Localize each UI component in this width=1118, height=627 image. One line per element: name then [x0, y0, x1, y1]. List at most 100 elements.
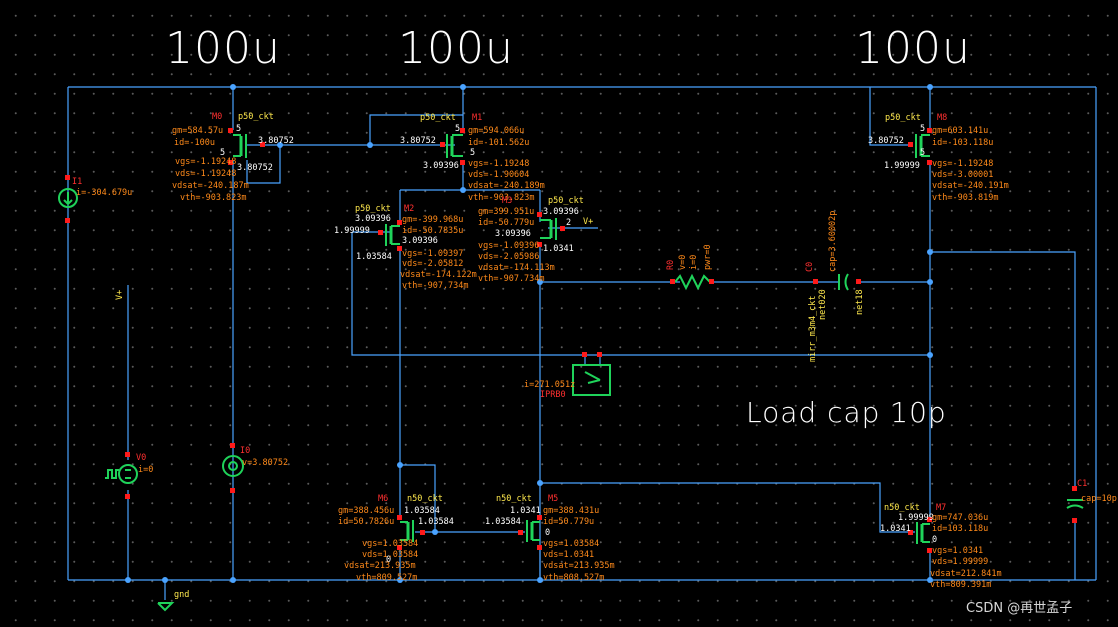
m2-name: M2 [404, 204, 414, 214]
c1-name: C1 [1077, 479, 1087, 489]
c0-value: cap=3.60002p [828, 211, 838, 272]
m2-vds: vds=-2.05812 [402, 259, 463, 269]
m5-s: 0 [545, 528, 550, 538]
m0-vds: vds=-1.19248 [175, 169, 236, 179]
transistor-m7[interactable] [908, 517, 932, 553]
r0-name: R0 [666, 260, 676, 270]
m0-vdsat: vdsat=-240.187m [172, 181, 249, 191]
m1-vdsat: vdsat=-240.189m [468, 181, 545, 191]
m2-vdsat: vdsat=-174.122m [400, 270, 477, 280]
m1-name: M1 [472, 113, 482, 123]
i0-name: I0 [240, 446, 250, 456]
pulse-source-v0[interactable] [105, 452, 138, 499]
transistor-m2[interactable] [378, 220, 402, 251]
m1-vds: vds=-1.90604 [468, 170, 529, 180]
m5-vds: vds=1.0341 [543, 550, 594, 560]
m3-vth: vth=-907.734m [478, 274, 545, 284]
m1-gm: gm=594.066u [468, 126, 524, 136]
m2-s: 3.09396 [402, 236, 438, 246]
m3-vdsat: vdsat=-174.113m [478, 263, 555, 273]
m3-g: 3.09396 [495, 229, 531, 239]
m6-g: 1.03584 [418, 517, 454, 527]
c0-name: C0 [805, 262, 815, 272]
m6-vth: vth=809.527m [356, 573, 417, 583]
capacitor-c0[interactable] [813, 273, 861, 291]
m8-vdsat: vdsat=-240.191m [932, 181, 1009, 191]
transistor-m8[interactable] [908, 128, 932, 165]
header-label-mid: 100u [398, 23, 514, 74]
m8-d: 5 [920, 148, 925, 158]
m8-gm: gm=603.141u [932, 126, 988, 136]
m6-vgs: vgs=1.03584 [362, 539, 418, 549]
net-vplus-left: V+ [115, 290, 125, 300]
m5-name: M5 [548, 494, 558, 504]
m8-vgs: vgs=-1.19248 [932, 159, 993, 169]
m2-id: id=-50.7835u [402, 226, 463, 236]
r0-v: v=0 [678, 255, 688, 270]
m2-gm: gm=-399.968u [402, 215, 463, 225]
junctions [125, 84, 933, 583]
m7-vth: vth=809.391m [930, 580, 991, 590]
transistor-m5[interactable] [518, 515, 542, 550]
m8-name: M8 [937, 113, 947, 123]
m0-vgs: vgs=-1.19248 [175, 157, 236, 167]
m7-vds: vds=1.99999 [932, 557, 988, 567]
m5-vth: vth=808.527m [543, 573, 604, 583]
m0-model: p50_ckt [238, 112, 274, 122]
m2-model: p50_ckt [355, 204, 391, 214]
r0-pwr: pwr=0 [703, 244, 713, 270]
m7-model: n50_ckt [884, 503, 920, 513]
header-label-left: 100u [165, 23, 281, 74]
m2-vth: vth=-907.734m [402, 281, 469, 291]
ground-icon [157, 602, 175, 612]
m2-g: 1.99999 [334, 226, 370, 236]
m0-s: 3.80752 [237, 163, 273, 173]
m7-s: 0 [932, 535, 937, 545]
m1-pin: 5 [455, 124, 460, 134]
current-probe-iprb0[interactable] [572, 352, 611, 396]
m5-d: 1.0341 [510, 506, 541, 516]
i1-name: I1 [72, 177, 82, 187]
transistor-m0[interactable] [228, 128, 265, 165]
transistor-m3[interactable] [537, 212, 565, 247]
net-net18: net18 [855, 289, 865, 315]
m3-name: M3 [502, 196, 512, 206]
m7-g: 1.0341 [880, 524, 911, 534]
m7-d: 1.99999 [898, 513, 934, 523]
v0-name: V0 [136, 453, 146, 463]
m7-vgs: vgs=1.0341 [932, 546, 983, 556]
m5-model: n50_ckt [496, 494, 532, 504]
transistor-m1[interactable] [440, 128, 465, 165]
m7-id: id=103.118u [932, 524, 988, 534]
m6-model: n50_ckt [407, 494, 443, 504]
m8-id: id=-103.118u [932, 138, 993, 148]
m0-g: 3.80752 [258, 136, 294, 146]
m8-pin: 5 [920, 124, 925, 134]
m0-vth: vth=-903.823m [180, 193, 247, 203]
load-cap-note: Load cap 10p [746, 396, 947, 429]
m6-s: 0 [386, 555, 391, 565]
current-source-i1[interactable] [58, 175, 78, 223]
m6-gm: gm=388.456u [338, 506, 394, 516]
m1-vgs: vgs=-1.19248 [468, 159, 529, 169]
m3-vgs: vgs=-1.09396 [478, 241, 539, 251]
m5-id: id=50.779u [543, 517, 594, 527]
m1-s: 3.09396 [423, 161, 459, 171]
m6-id: id=50.7826u [338, 517, 394, 527]
m3-top: 3.09396 [543, 207, 579, 217]
watermark: CSDN @再世孟子 [966, 601, 1072, 616]
i0-value: v=3.80752 [242, 458, 288, 468]
iprb0-value: i=271.051z [524, 380, 575, 390]
capacitor-c1[interactable] [1066, 486, 1084, 523]
voltage-source-i0[interactable] [222, 443, 244, 493]
m1-g: 3.80752 [400, 136, 436, 146]
m1-id: id=-101.562u [468, 138, 529, 148]
m3-vds: vds=-2.05986 [478, 252, 539, 262]
m6-name: M6 [378, 494, 388, 504]
m0-gm: gm=584.57u [172, 126, 223, 136]
resistor-r0[interactable] [670, 273, 714, 291]
m3-model: p50_ckt [548, 196, 584, 206]
transistor-m6[interactable] [397, 515, 425, 550]
